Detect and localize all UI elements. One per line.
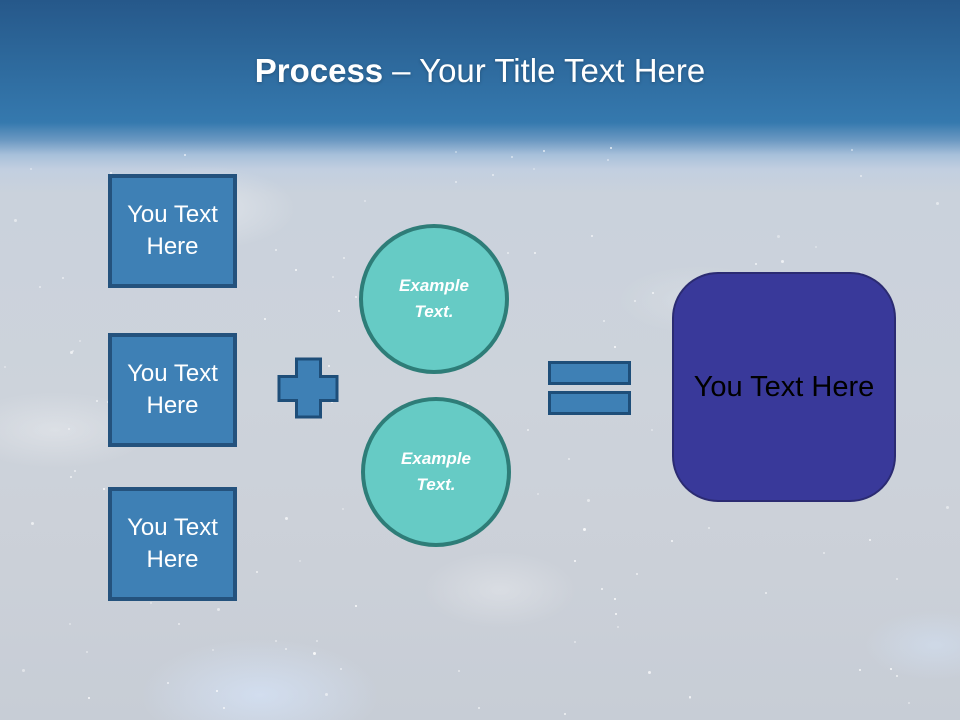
result-box-label: You Text Here [693,370,875,403]
equals-bar-bottom [548,391,631,415]
plus-icon [277,357,339,419]
input-box-2: You Text Here [108,333,237,447]
input-box-1-label: You Text Here [127,201,218,260]
result-box: You Text Here [672,272,896,502]
equals-bar-top [548,361,631,385]
title-subtitle: – Your Title Text Here [392,52,706,89]
equals-icon [548,361,631,415]
example-circle-2-label: Example Text. [401,448,471,494]
input-box-1: You Text Here [108,174,237,288]
example-circle-1: Example Text. [359,224,509,374]
title-keyword: Process [254,52,384,89]
input-box-3: You Text Here [108,487,237,601]
example-circle-2: Example Text. [361,397,511,547]
input-box-3-label: You Text Here [127,514,218,573]
example-circle-1-label: Example Text. [399,275,469,321]
input-box-2-label: You Text Here [127,360,218,419]
page-title: Process– Your Title Text Here [0,52,960,90]
